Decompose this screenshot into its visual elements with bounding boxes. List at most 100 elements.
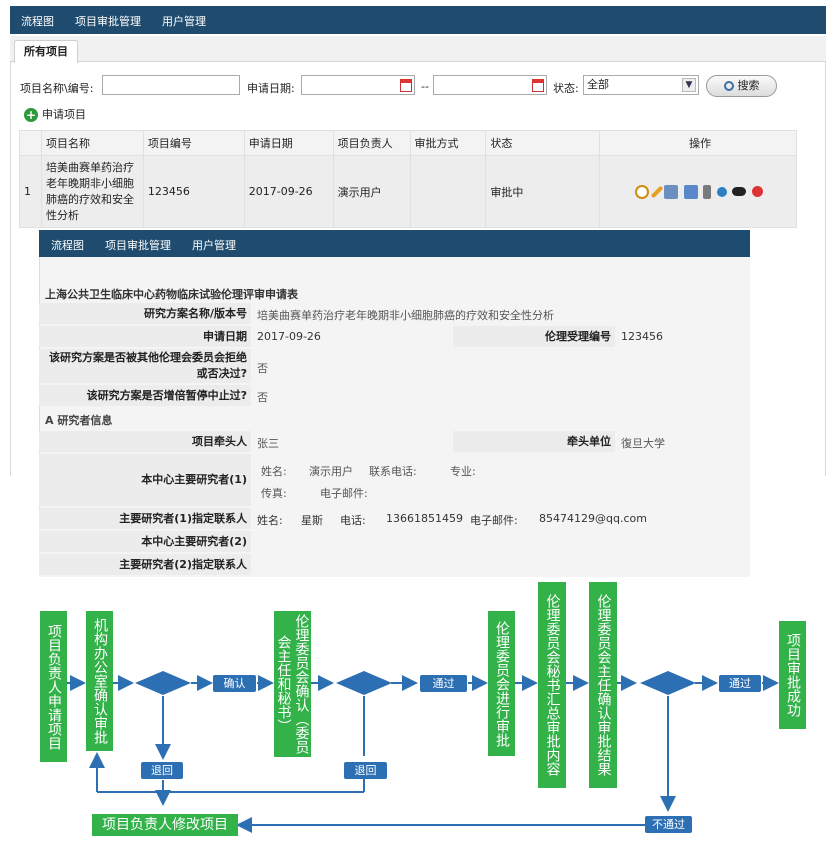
project-table: 项目名称 项目编号 申请日期 项目负责人 审批方式 状态 操作 1 培美曲赛单药… [19,130,797,228]
pi1-name-label: 姓名: [261,465,287,478]
apply-project-label: 申请项目 [42,108,86,121]
decision-diamond-1 [135,671,191,695]
lead-value: 张三 [257,437,279,450]
approve-icon[interactable] [664,184,679,199]
form-nav-project-approval[interactable]: 项目审批管理 [105,239,171,252]
table-header-row: 项目名称 项目编号 申请日期 项目负责人 审批方式 状态 操作 [19,130,797,156]
accept-number-label: 伦理受理编号 [453,326,615,347]
cell-index: 1 [19,155,42,228]
flow-step-director-confirm: 伦理委员会主任确认审批结果 [589,582,617,788]
date-end-input[interactable] [433,75,547,95]
name-label: 项目名称\编号: [20,82,94,95]
search-icon [723,81,734,91]
scheme-label: 研究方案名称/版本号 [39,303,251,324]
approval-flowchart: 项目负责人申请项目 机构办公室确认审批 伦理委员会确认（委员会主任和秘书） 伦理… [0,580,832,859]
calendar-icon[interactable] [400,79,412,92]
date-label: 申请日期: [247,82,295,95]
nav-flowchart[interactable]: 流程图 [21,15,54,28]
flow-connectors [67,671,779,833]
col-actions: 操作 [599,130,797,156]
flow-step-secretary-summary: 伦理委员会秘书汇总审批内容 [538,582,566,788]
tab-bar [10,36,826,62]
form-nav-flowchart[interactable]: 流程图 [51,239,84,252]
apply-project-link[interactable]: + 申请项目 [24,106,86,122]
col-approval-method: 审批方式 [409,130,487,156]
flow-step-committee-confirm: 伦理委员会确认（委员会主任和秘书） [274,611,311,757]
c1-email-label: 电子邮件: [470,514,518,527]
unit-label: 牵头单位 [453,431,615,452]
table-row: 1 培美曲赛单药治疗老年晚期非小细胞肺癌的疗效和安全性分析 123456 201… [19,155,797,228]
copy-icon[interactable] [683,184,698,199]
cell-actions [599,155,797,228]
decision-diamond-2 [336,671,392,695]
add-icon: + [24,108,38,122]
q1-label: 该研究方案是否被其他伦理会委员会拒绝或否决过? [39,349,251,383]
flow-icon[interactable] [716,186,727,197]
search-button[interactable]: 搜索 [706,75,777,97]
flow-label-pass-1: 通过 [420,675,467,692]
content-frame [10,36,826,476]
q1-value: 否 [257,362,268,375]
flow-label-not-pass: 不通过 [645,816,692,833]
accept-number-value: 123456 [621,330,663,343]
status-select-value: 全部 [587,78,609,91]
calendar-icon[interactable] [532,79,544,92]
name-input[interactable] [102,75,240,95]
c1-label: 主要研究者(1)指定联系人 [39,508,251,529]
q2-label: 该研究方案是否增倍暂停中止过? [39,385,251,406]
col-status: 状态 [485,130,601,156]
cell-status: 审批中 [485,155,601,228]
col-owner: 项目负责人 [332,130,411,156]
q2-value: 否 [257,391,268,404]
status-select[interactable]: 全部 ▼ [583,75,699,95]
status-label: 状态: [553,82,579,95]
col-project-name: 项目名称 [40,130,144,156]
c2-label: 主要研究者(2)指定联系人 [39,554,251,575]
tab-all-projects[interactable]: 所有项目 [14,40,78,63]
chevron-down-icon[interactable]: ▼ [682,78,696,92]
apply-date-label: 申请日期 [39,326,251,347]
cell-approval-method [409,155,487,228]
pi1-label: 本中心主要研究者(1) [39,454,251,506]
application-form: 流程图 项目审批管理 用户管理 上海公共卫生临床中心药物临床试验伦理评审申请表 … [39,230,750,577]
flow-step-committee-review: 伦理委员会进行审批 [488,611,515,756]
pi1-fax-label: 传真: [261,487,287,500]
flow-label-return-2: 退回 [344,762,387,779]
pi1-phone-label: 联系电话: [369,465,417,478]
date-separator: -- [421,80,429,93]
flow-label-confirm: 确认 [213,675,256,692]
flow-step-success: 项目审批成功 [779,621,806,729]
view-search-icon[interactable] [635,184,650,199]
c1-phone-value: 13661851459 [386,512,463,525]
top-nav: 流程图 项目审批管理 用户管理 [10,6,826,34]
pi1-name-value: 演示用户 [309,465,353,478]
date-start-input[interactable] [301,75,415,95]
flow-step-office-confirm: 机构办公室确认审批 [86,611,113,751]
c1-phone-label: 电话: [340,514,366,527]
section-a-title: A 研究者信息 [45,414,113,427]
edit-pencil-icon[interactable] [650,185,664,198]
nav-user-management[interactable]: 用户管理 [162,15,206,28]
col-index [19,130,42,156]
flow-label-pass-2: 通过 [719,675,761,692]
unit-value: 復旦大学 [621,437,665,450]
c1-name-value: 星斯 [301,514,323,527]
form-nav: 流程图 项目审批管理 用户管理 [39,230,750,257]
cell-owner: 演示用户 [332,155,411,228]
pi1-email-label: 电子邮件: [320,487,368,500]
eye-icon[interactable] [732,187,747,196]
cell-project-number: 123456 [142,155,245,228]
c1-name-label: 姓名: [257,514,283,527]
nav-project-approval[interactable]: 项目审批管理 [75,15,141,28]
col-apply-date: 申请日期 [243,130,334,156]
search-button-label: 搜索 [737,79,760,92]
flow-label-return-1: 退回 [141,762,183,779]
lead-label: 项目牵头人 [39,431,251,452]
settings-icon[interactable] [703,184,712,199]
form-nav-user-management[interactable]: 用户管理 [192,239,236,252]
form-title: 上海公共卫生临床中心药物临床试验伦理评审申请表 [45,288,298,301]
pi2-label: 本中心主要研究者(2) [39,531,251,552]
delete-icon[interactable] [751,186,763,197]
flow-step-apply: 项目负责人申请项目 [40,611,67,762]
decision-diamond-3 [640,671,696,695]
